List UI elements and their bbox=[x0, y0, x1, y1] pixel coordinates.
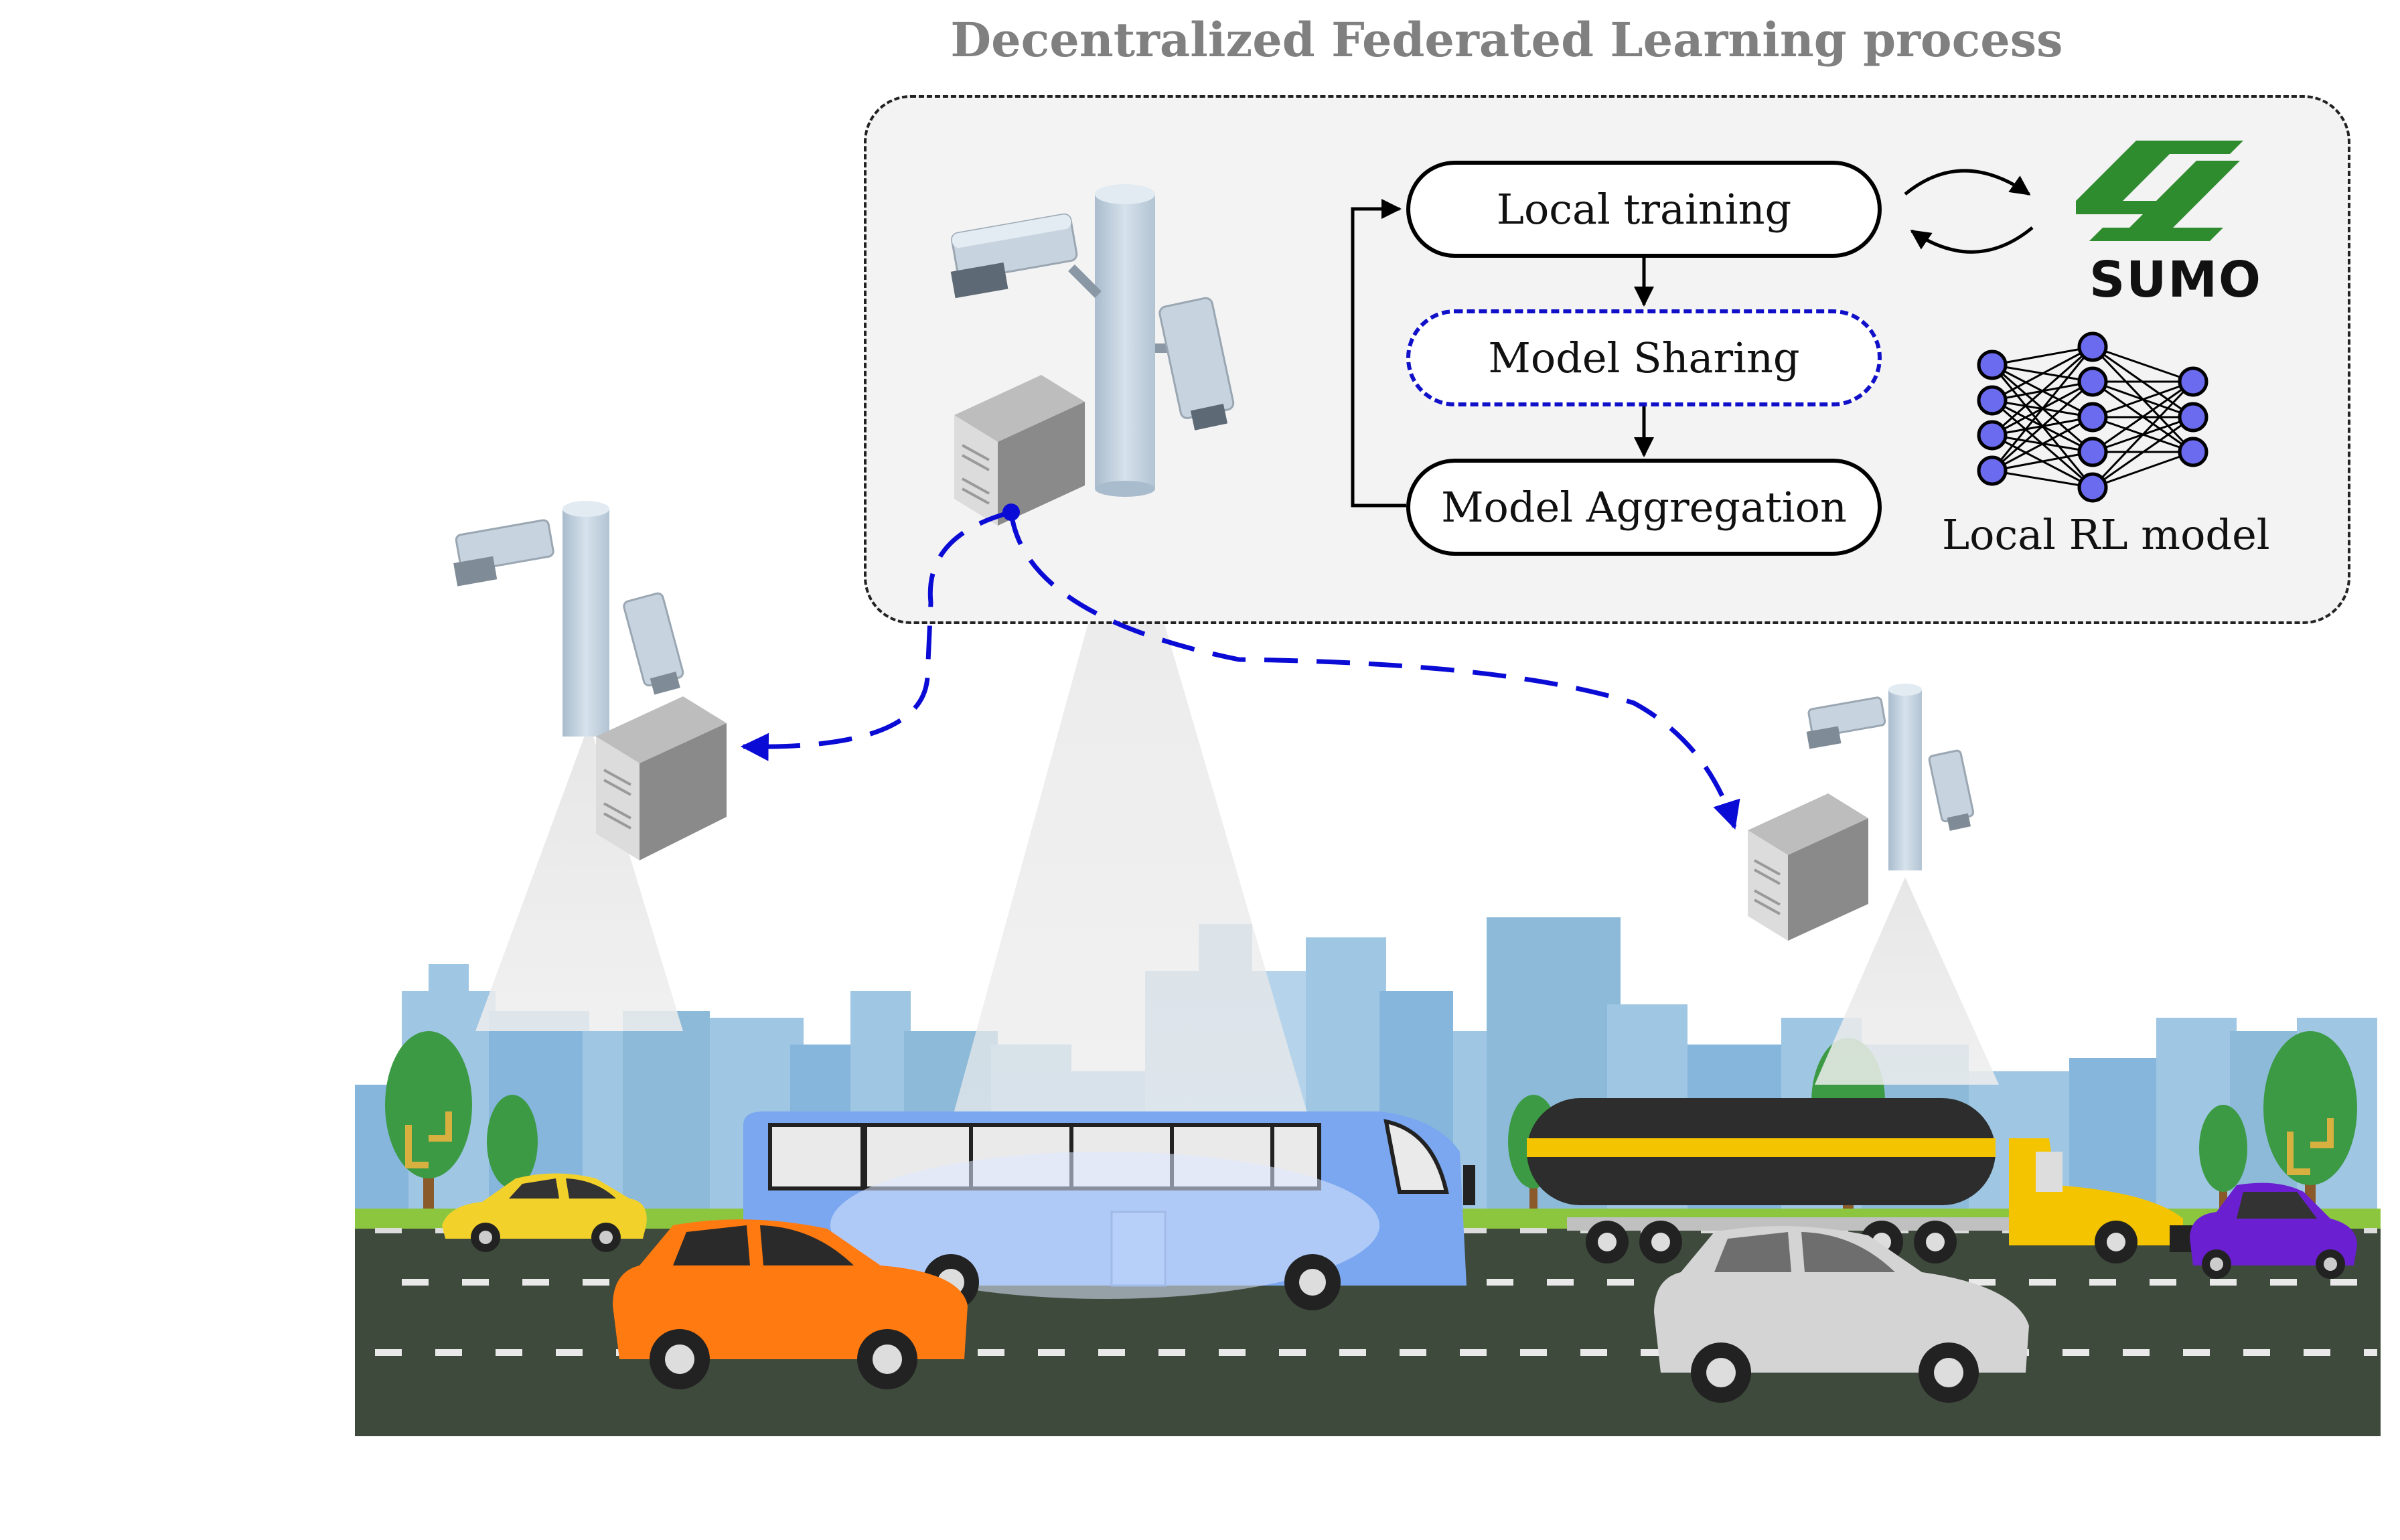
camera-cone-right bbox=[1815, 877, 1999, 1085]
nn-edge bbox=[1992, 345, 2093, 366]
nn-neuron bbox=[2178, 402, 2208, 433]
purple-car bbox=[2190, 1182, 2357, 1279]
nn-edge bbox=[2091, 380, 2194, 489]
local-training-label: Local training bbox=[1496, 185, 1792, 234]
model-sharing-arrows bbox=[740, 510, 1740, 830]
model-aggregation-label: Model Aggregation bbox=[1441, 483, 1847, 532]
sumo-logo-text: SUMO bbox=[2089, 251, 2262, 309]
camera-pole-center-front bbox=[950, 184, 1235, 497]
nn-edge bbox=[1992, 380, 2093, 472]
yellow-car bbox=[442, 1173, 647, 1252]
orange-car bbox=[613, 1219, 968, 1389]
bus bbox=[743, 1111, 1475, 1310]
sumo-exchange-arrows bbox=[1904, 169, 2034, 254]
nn-neuron bbox=[2077, 437, 2108, 467]
nn-neuron bbox=[1977, 385, 2008, 416]
nn-edge bbox=[2092, 380, 2194, 453]
nn-edge bbox=[1992, 469, 2093, 489]
nn-edge bbox=[2092, 345, 2194, 383]
nn-neuron bbox=[2178, 437, 2208, 467]
camera-cone-center bbox=[917, 489, 1346, 1245]
nn-edge bbox=[1992, 451, 2093, 472]
nn-edge bbox=[2092, 380, 2194, 418]
nn-neuron bbox=[2077, 331, 2108, 362]
nn-neuron bbox=[2077, 472, 2108, 503]
nn-neuron bbox=[2178, 366, 2208, 397]
nn-neuron bbox=[1977, 455, 2008, 486]
neural-network-icon bbox=[1977, 331, 2208, 503]
camera-pole-right bbox=[1806, 684, 1975, 870]
tanker-truck bbox=[1527, 1098, 2196, 1263]
rl-model-label: Local RL model bbox=[1942, 510, 2270, 559]
silver-car bbox=[1654, 1226, 2029, 1403]
camera-pole-left bbox=[453, 501, 684, 737]
server-right bbox=[1748, 793, 1868, 941]
diagram-title: Decentralized Federated Learning process bbox=[950, 12, 2063, 68]
sumo-logo-icon bbox=[2076, 141, 2243, 241]
nn-edge bbox=[1991, 346, 2094, 471]
nn-neuron bbox=[1977, 420, 2008, 451]
nn-edge bbox=[1992, 416, 2093, 472]
nn-edge bbox=[2092, 416, 2194, 489]
flow-arrows bbox=[1351, 199, 1654, 508]
nn-neuron bbox=[2077, 366, 2108, 397]
nn-edge bbox=[1992, 345, 2093, 437]
model-aggregation-box: Model Aggregation bbox=[1406, 459, 1882, 556]
model-sharing-label: Model Sharing bbox=[1488, 333, 1800, 382]
nn-neuron bbox=[1977, 350, 2008, 380]
camera-cone-left bbox=[475, 723, 683, 1031]
server-left bbox=[596, 696, 727, 860]
model-sharing-box: Model Sharing bbox=[1406, 309, 1882, 406]
local-training-box: Local training bbox=[1406, 161, 1882, 258]
sharing-origin-dot bbox=[1002, 504, 1020, 521]
nn-edge bbox=[1992, 345, 2093, 402]
nn-neuron bbox=[2077, 402, 2108, 433]
nn-edge bbox=[2092, 451, 2194, 489]
server-center-front bbox=[954, 375, 1085, 526]
